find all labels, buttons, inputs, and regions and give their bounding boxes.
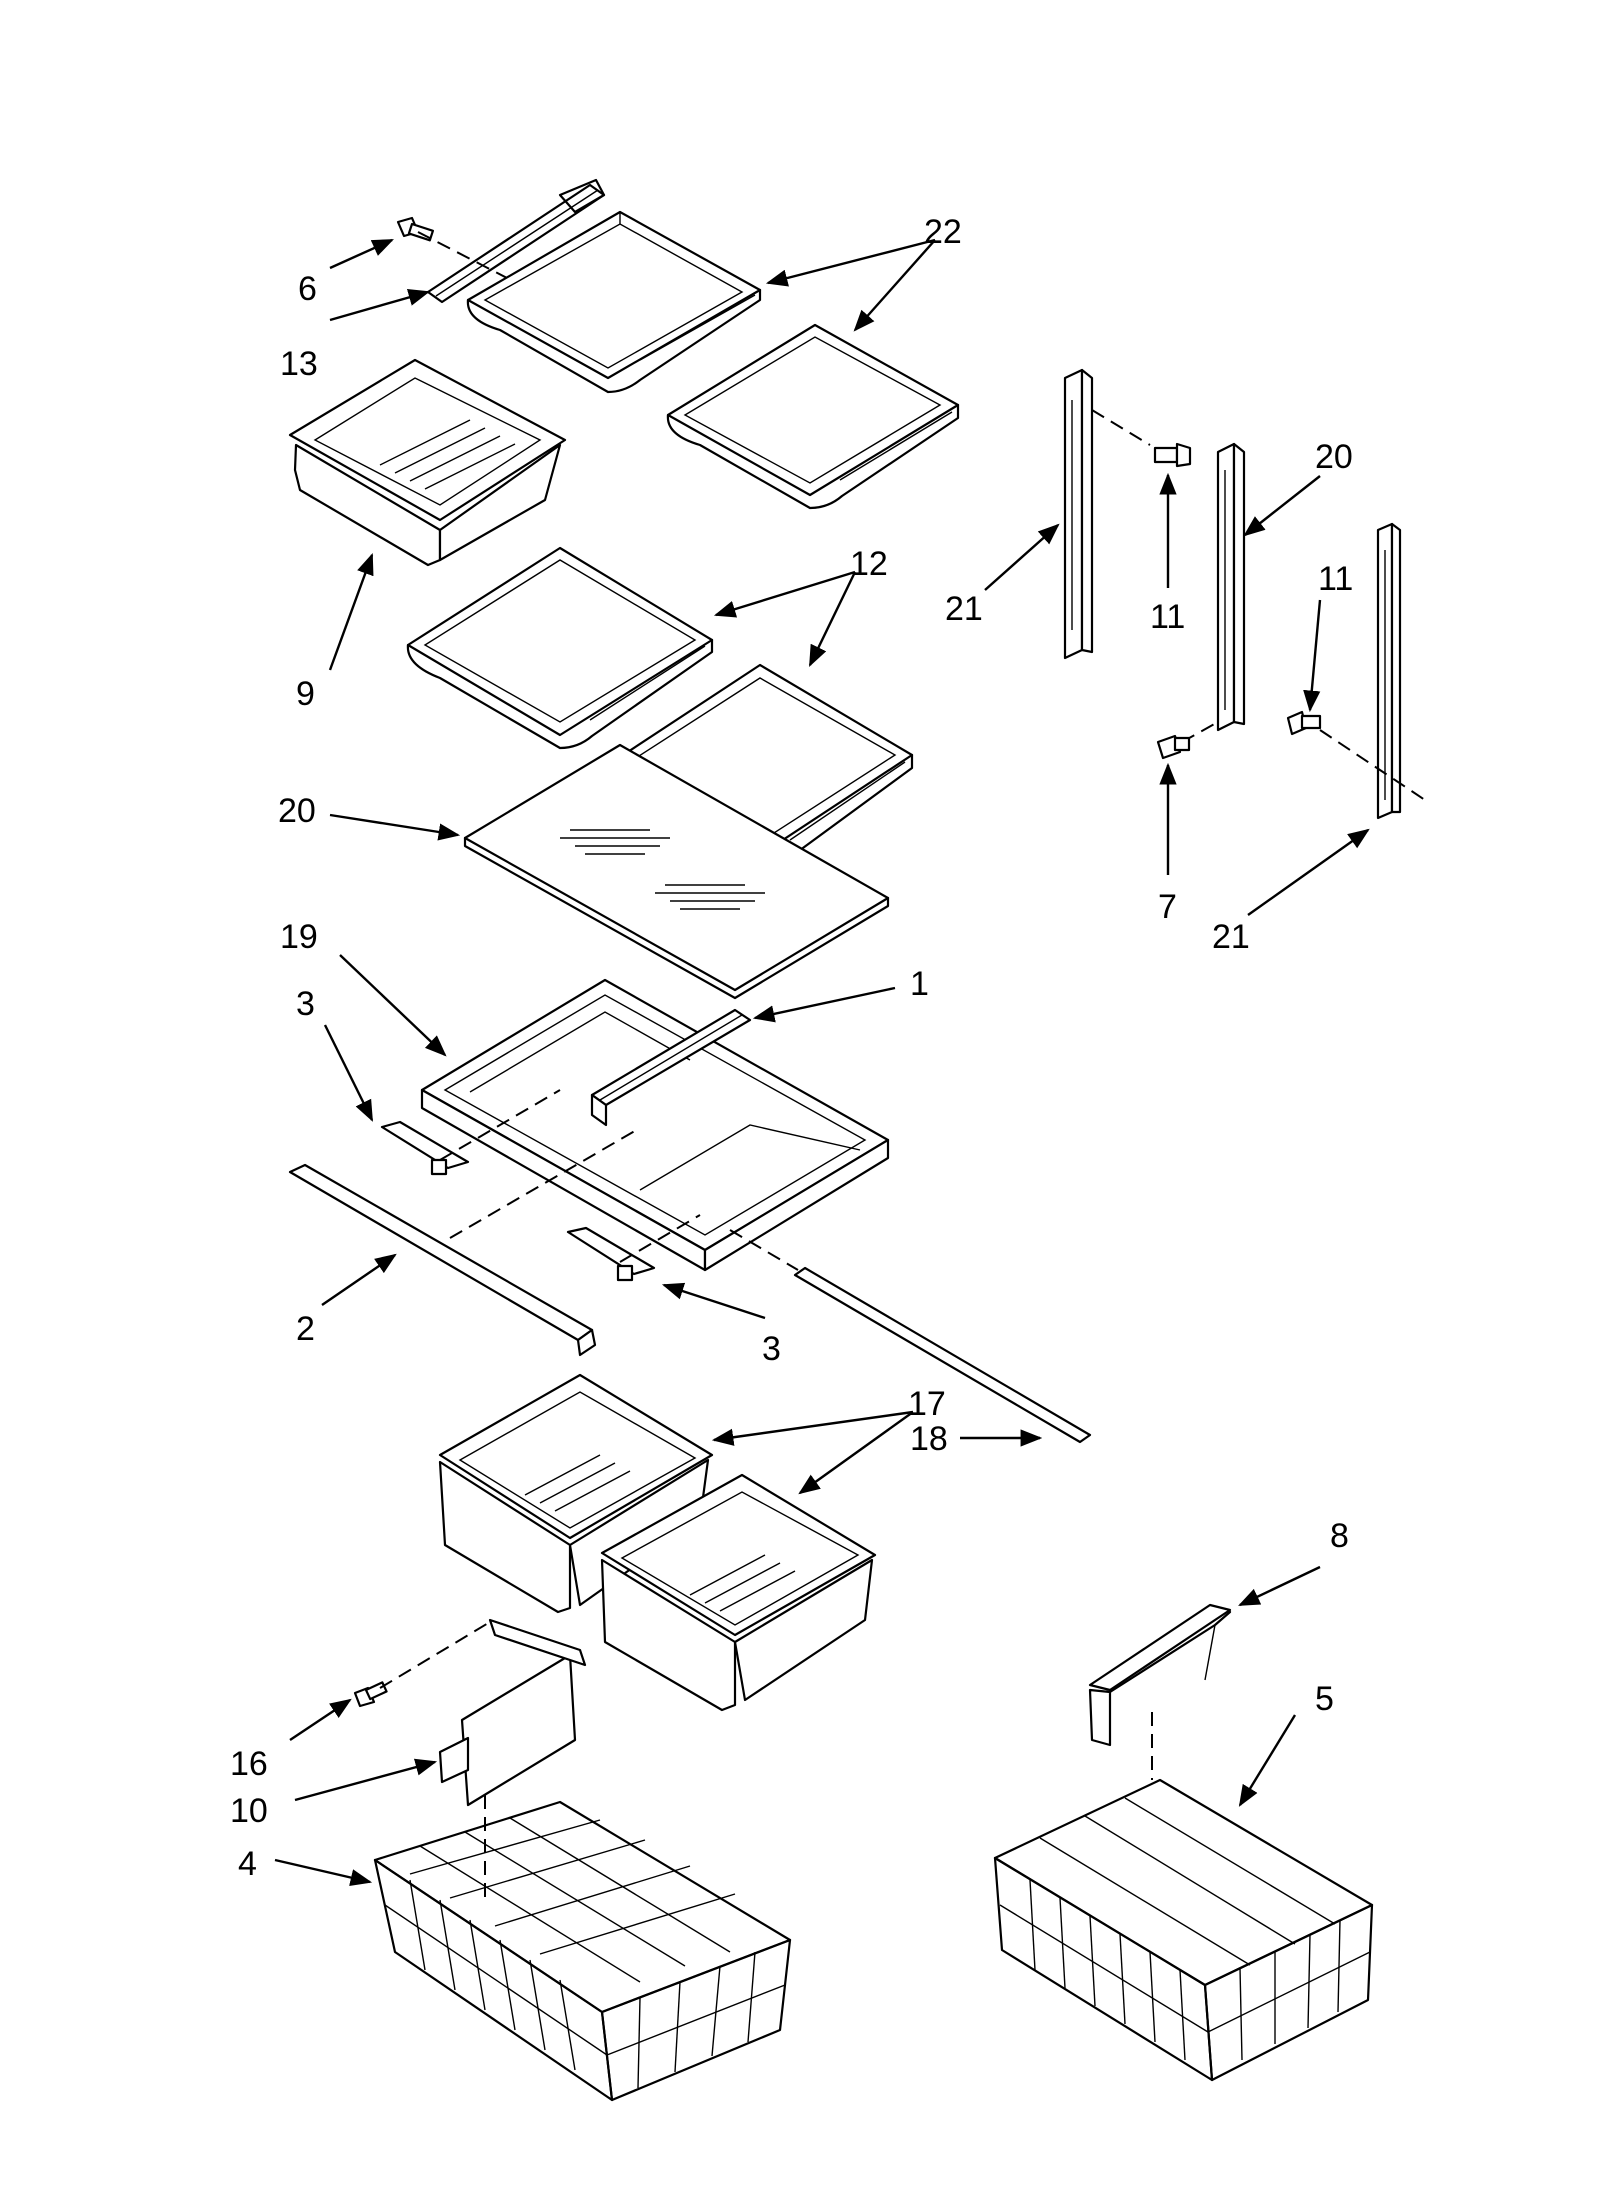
callout-8: 8: [1330, 1517, 1349, 1555]
callout-19: 20: [278, 792, 316, 830]
crisper-drawer-part-9: [288, 358, 567, 567]
callout-labels: 6 13 22 9 12 20 19 3 1 2 3 17 18 16 10 4…: [230, 213, 1353, 1883]
rod-part-17: [793, 1266, 1092, 1444]
callout-15: 16: [230, 1745, 268, 1783]
callout-9: 9: [296, 675, 315, 713]
callout-2: 2: [296, 1310, 315, 1348]
callout-16: 17: [908, 1385, 946, 1423]
callout-1: 1: [910, 965, 929, 1003]
callout-5: 5: [1315, 1680, 1334, 1718]
drawer-part-16-b: [600, 1473, 877, 1712]
callout-6: 6: [298, 270, 317, 308]
callout-10: 10: [230, 1792, 268, 1830]
callout-22: 22: [924, 213, 962, 251]
screw-part-11-a: [1153, 442, 1192, 468]
basket-divider-part-8: [1088, 1603, 1232, 1747]
screw-part-11-b: [1286, 710, 1322, 736]
leader-arrows: [274, 238, 1370, 1887]
crisper-frame-part-18: [420, 978, 890, 1272]
shelf-part-22-b: [666, 323, 960, 510]
callout-4: 4: [238, 1845, 257, 1883]
guide-line-clip-3b: [619, 1214, 701, 1263]
glass-shelf-part-19: [463, 743, 890, 1000]
callout-20: 20: [1315, 438, 1353, 476]
guide-line-trim-2: [449, 1127, 641, 1239]
rail-part-13: [426, 178, 606, 304]
divider-rail-part-1: [590, 1008, 752, 1127]
clip-part-3-a: [380, 1120, 470, 1176]
basket-divider-part-10: [438, 1618, 587, 1807]
guide-line-screw-15: [379, 1621, 491, 1689]
screw-part-7: [1156, 734, 1191, 760]
callout-21-right: 21: [1212, 918, 1250, 956]
shelf-part-12-a: [406, 546, 714, 750]
shelf-ladder-part-20: [1216, 442, 1246, 732]
guide-line-ladder-right: [1319, 729, 1426, 801]
callout-7: 7: [1158, 888, 1177, 926]
shelf-part-22-a: [466, 210, 762, 394]
callout-11-left: 11: [1150, 598, 1185, 636]
front-trim-part-2: [288, 1163, 597, 1357]
callout-3-upper: 3: [296, 985, 315, 1023]
wire-basket-part-4: [373, 1800, 792, 2102]
callout-21-left: 21: [945, 590, 983, 628]
callout-11-right: 11: [1318, 560, 1353, 598]
shelf-ladder-part-21-right: [1376, 522, 1402, 820]
wire-basket-part-5: [993, 1778, 1374, 2082]
shelf-ladder-part-21-left: [1063, 368, 1094, 660]
guide-line-ladder-left: [1091, 409, 1151, 446]
callout-13: 13: [280, 345, 318, 383]
guide-line-clip-3a: [439, 1089, 561, 1161]
callout-17: 18: [910, 1420, 948, 1458]
clip-part-3-b: [566, 1226, 656, 1282]
callout-18: 19: [280, 918, 318, 956]
callout-12: 12: [850, 545, 888, 583]
guide-line-rod-17: [729, 1229, 799, 1271]
callout-3-lower: 3: [762, 1330, 781, 1368]
